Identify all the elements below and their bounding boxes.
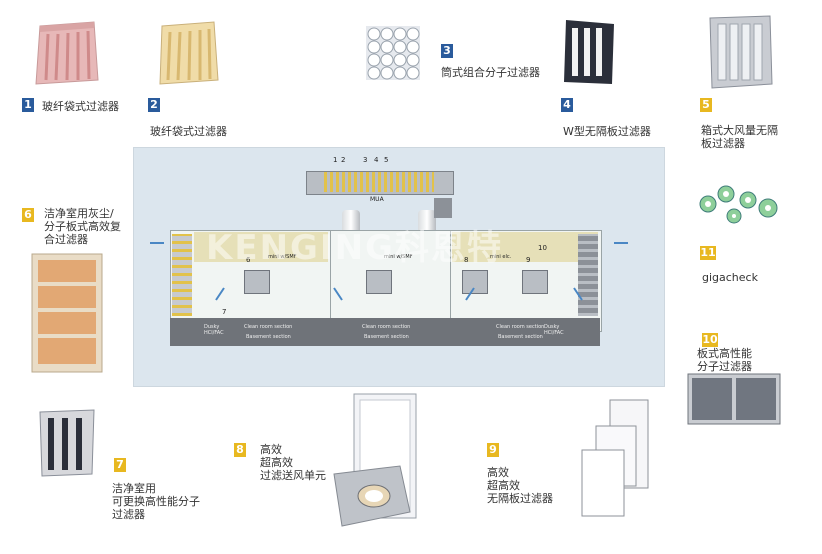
label-7: 洁净室用 可更换高性能分子 过滤器 bbox=[112, 482, 200, 521]
label-1: 玻纤袋式过滤器 bbox=[42, 100, 119, 113]
room-num-10: 10 bbox=[538, 244, 547, 252]
room-num-9: 9 bbox=[526, 256, 531, 264]
label-5: 箱式大风量无隔 板过滤器 bbox=[701, 124, 778, 150]
mua-filter-stripes bbox=[324, 172, 434, 192]
room-label-1: Clean room section bbox=[244, 324, 293, 330]
product-5-image bbox=[706, 14, 776, 94]
basement-label-1: Basement section bbox=[246, 334, 291, 340]
mua-label: MUA bbox=[370, 196, 384, 203]
duct-riser bbox=[434, 198, 452, 218]
mini-label-2: mini w/SMF bbox=[384, 254, 413, 260]
badge-7: 7 bbox=[114, 458, 126, 472]
cleanroom-plant-diagram: MUA 1 2 3 4 5 Basement section Basement … bbox=[133, 147, 665, 387]
tower-left bbox=[172, 234, 192, 316]
room-num-8: 8 bbox=[464, 256, 469, 264]
mua-num-5: 5 bbox=[384, 156, 389, 164]
mua-num-2: 2 bbox=[341, 156, 346, 164]
mua-num-1: 1 bbox=[333, 156, 338, 164]
product-4-image bbox=[560, 18, 620, 92]
product-10-image bbox=[686, 372, 782, 432]
equipment-3 bbox=[462, 270, 488, 294]
side-label-left: Dusky HCl/FAC bbox=[204, 324, 224, 336]
mini-label-3: mini elc. bbox=[490, 254, 512, 260]
product-7-image bbox=[36, 408, 98, 482]
label-2: 玻纤袋式过滤器 bbox=[150, 125, 227, 138]
badge-8: 8 bbox=[234, 443, 246, 457]
side-label-right: Dusky HCl/FAC bbox=[544, 324, 564, 336]
basement-label-3: Basement section bbox=[498, 334, 543, 340]
label-4: W型无隔板过滤器 bbox=[563, 125, 651, 138]
badge-1: 1 bbox=[22, 98, 34, 112]
badge-11: 11 bbox=[700, 246, 716, 260]
equipment-1 bbox=[244, 270, 270, 294]
room-num-6: 6 bbox=[246, 256, 251, 264]
mua-num-4: 4 bbox=[374, 156, 379, 164]
badge-4: 4 bbox=[561, 98, 573, 112]
airflow-arrows bbox=[150, 242, 628, 301]
product-3-image bbox=[362, 22, 424, 88]
product-11-image bbox=[694, 182, 784, 236]
label-10: 板式高性能 分子过滤器 bbox=[697, 347, 752, 373]
badge-6: 6 bbox=[22, 208, 34, 222]
badge-9: 9 bbox=[487, 443, 499, 457]
badge-5: 5 bbox=[700, 98, 712, 112]
badge-3: 3 bbox=[441, 44, 453, 58]
mua-num-3: 3 bbox=[363, 156, 368, 164]
label-6: 洁净室用灰尘/ 分子板式高效复 合过滤器 bbox=[44, 207, 121, 246]
label-11: gigacheck bbox=[702, 271, 758, 284]
watermark: KENGING科恩特 bbox=[206, 228, 503, 268]
tower-right bbox=[578, 234, 598, 316]
room-label-3: Clean room section bbox=[496, 324, 545, 330]
label-8: 高效 超高效 过滤送风单元 bbox=[260, 443, 326, 482]
label-3: 筒式组合分子过滤器 bbox=[441, 66, 540, 79]
badge-10: 10 bbox=[702, 333, 718, 347]
equipment-4 bbox=[522, 270, 548, 294]
room-label-2: Clean room section bbox=[362, 324, 411, 330]
basement-label-2: Basement section bbox=[364, 334, 409, 340]
mini-label-1: mini w/SMF bbox=[268, 254, 297, 260]
basement-band bbox=[170, 318, 600, 346]
label-9: 高效 超高效 无隔板过滤器 bbox=[487, 466, 553, 505]
product-8-image bbox=[330, 392, 422, 540]
product-1-image bbox=[32, 20, 102, 92]
badge-2: 2 bbox=[148, 98, 160, 112]
equipment-2 bbox=[366, 270, 392, 294]
product-6-image bbox=[30, 252, 106, 380]
ceiling-tray-1 bbox=[194, 232, 328, 262]
ceiling-tray-2 bbox=[452, 232, 598, 262]
product-9-image bbox=[578, 396, 654, 524]
product-2-image bbox=[156, 20, 222, 92]
room-num-7: 7 bbox=[222, 308, 227, 316]
